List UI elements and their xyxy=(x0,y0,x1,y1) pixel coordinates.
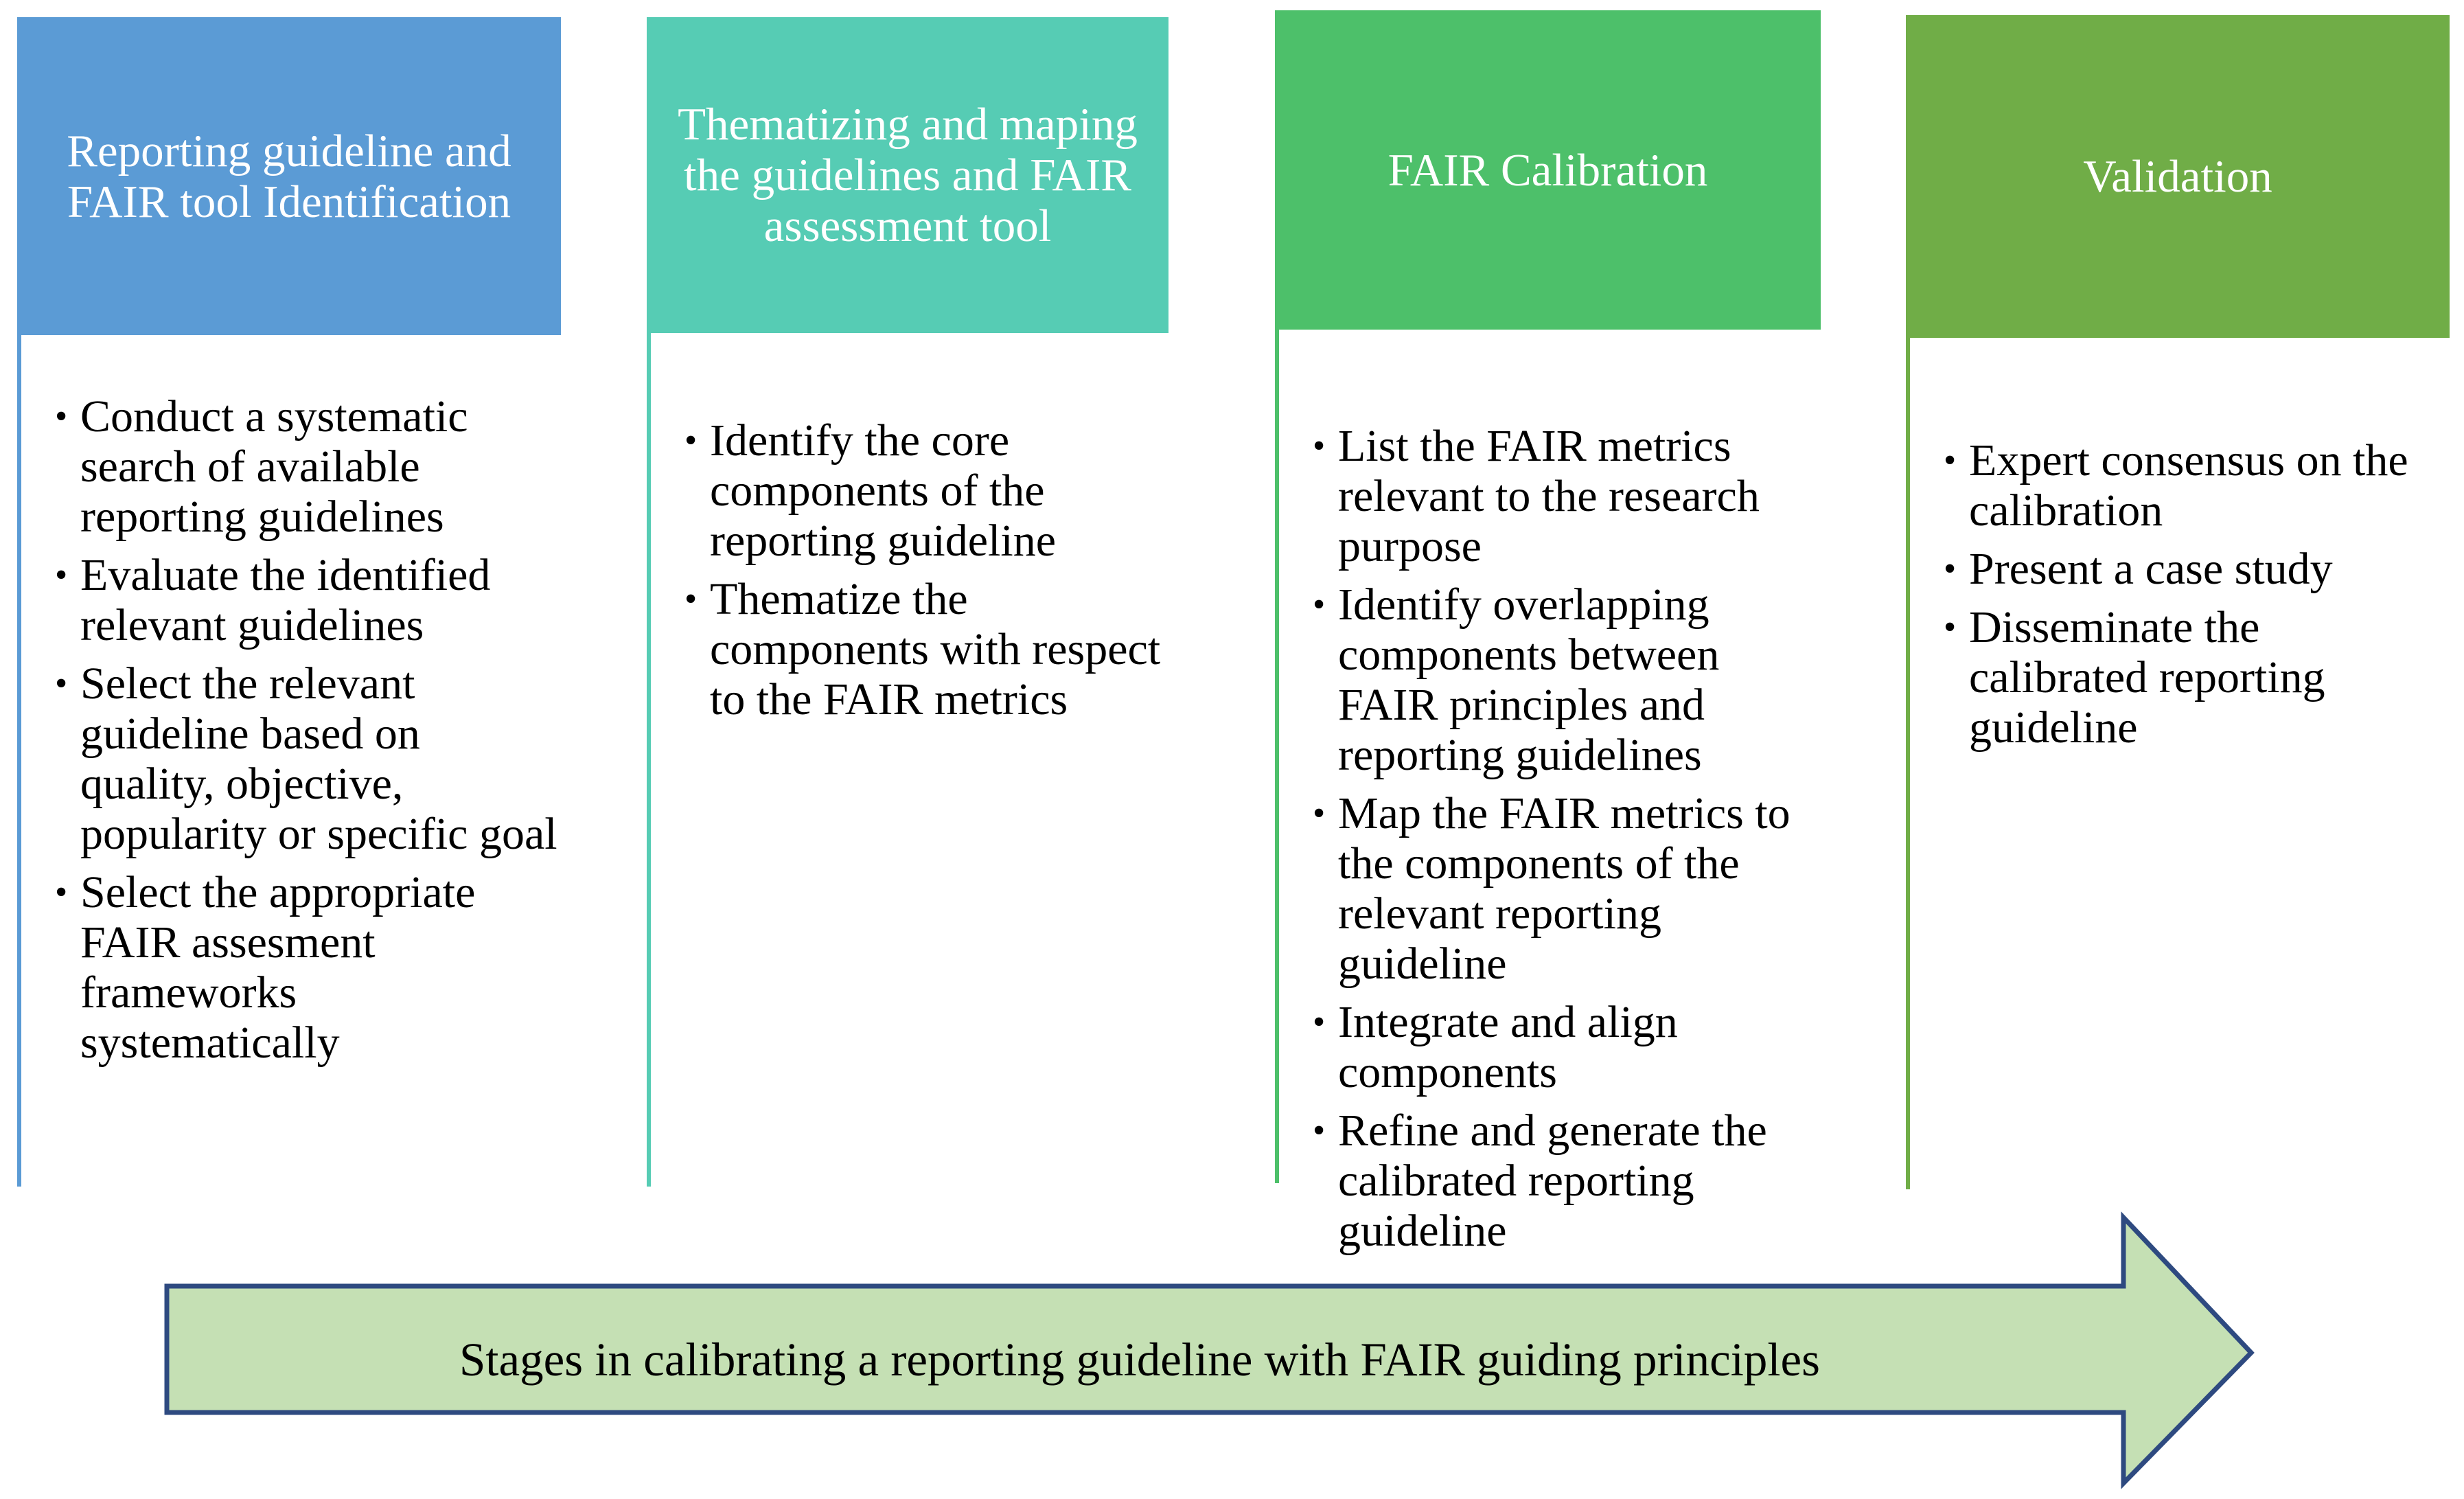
stage-step-list: •Expert consensus on the calibration •Pr… xyxy=(1944,435,2445,761)
stage-title: Reporting guideline and FAIR tool Identi… xyxy=(67,125,511,227)
stage-title: Validation xyxy=(2083,151,2272,202)
list-item: •Select the relevant guideline based on … xyxy=(55,659,557,859)
arrow-label: Stages in calibrating a reporting guidel… xyxy=(459,1333,1821,1386)
stage-divider-line xyxy=(17,335,21,1187)
list-item: •Identify overlapping components between… xyxy=(1313,580,1720,780)
list-item: •Identify the core components of the rep… xyxy=(684,415,1057,566)
list-item: •Expert consensus on the calibration xyxy=(1944,435,2408,536)
stage-header-calibration: FAIR Calibration xyxy=(1275,10,1821,330)
stage-divider-line xyxy=(1906,338,1910,1189)
list-item: •Select the appropriate FAIR assesment f… xyxy=(55,867,476,1068)
arrow-shape xyxy=(164,1211,2255,1489)
stage-title: Thematizing and maping the guidelines an… xyxy=(678,99,1138,251)
stage-divider-line xyxy=(647,333,651,1187)
list-item: •Disseminate the calibrated reporting gu… xyxy=(1944,602,2325,753)
stage-step-list: •List the FAIR metrics relevant to the r… xyxy=(1313,421,1821,1264)
list-item: •Present a case study xyxy=(1944,544,2333,594)
stage-title: FAIR Calibration xyxy=(1388,144,1708,196)
list-item: •List the FAIR metrics relevant to the r… xyxy=(1313,421,1760,571)
stage-header-identification: Reporting guideline and FAIR tool Identi… xyxy=(17,17,561,335)
list-item: •Evaluate the identified relevant guidel… xyxy=(55,550,491,650)
list-item: •Refine and generate the calibrated repo… xyxy=(1313,1106,1767,1256)
list-item: •Integrate and align components xyxy=(1313,997,1678,1097)
list-item: •Map the FAIR metrics to the components … xyxy=(1313,788,1791,989)
stage-header-thematizing: Thematizing and maping the guidelines an… xyxy=(647,17,1168,333)
stage-step-list: •Identify the core components of the rep… xyxy=(684,415,1165,733)
list-item: •Conduct a systematic search of availabl… xyxy=(55,391,468,542)
stage-step-list: •Conduct a systematic search of availabl… xyxy=(55,391,563,1076)
stage-divider-line xyxy=(1275,330,1279,1183)
stage-header-validation: Validation xyxy=(1906,15,2450,338)
list-item: •Thematize the components with respect t… xyxy=(684,574,1161,724)
